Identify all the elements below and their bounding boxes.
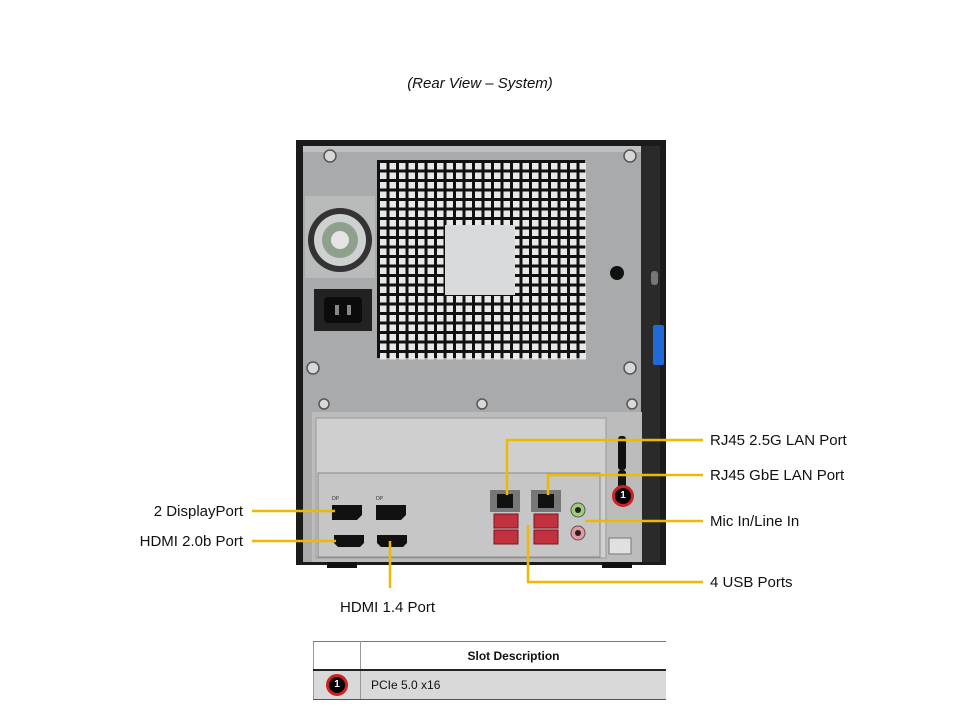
lock-slot <box>651 271 658 285</box>
audio-jacks <box>570 502 586 541</box>
psu-fan <box>305 196 375 278</box>
callout-hdmi-20b: HDMI 2.0b Port <box>139 533 243 550</box>
displayport-ports: DP DP <box>332 496 406 520</box>
usb-ports <box>493 513 559 545</box>
hole <box>610 266 624 280</box>
lan-ports <box>490 490 561 512</box>
power-socket <box>314 289 372 331</box>
figure-title: (Rear View – System) <box>407 75 553 92</box>
hdmi-ports <box>334 535 407 547</box>
table-row: 1 PCIe 5.0 x16 <box>313 670 666 700</box>
svg-text:DP: DP <box>376 496 383 502</box>
table-header-row: Slot Description <box>313 641 666 671</box>
callout-hdmi-14: HDMI 1.4 Port <box>340 599 436 616</box>
callout-displayport: 2 DisplayPort <box>153 503 243 520</box>
slot-marker-badge: 1 <box>326 674 348 696</box>
slot-marker-badge: 1 <box>612 485 634 507</box>
callout-mic-line-in: Mic In/Line In <box>710 513 800 530</box>
screws <box>306 149 638 410</box>
callout-lines <box>252 438 703 588</box>
table-header-marker <box>313 641 361 671</box>
callout-rj45-25g: RJ45 2.5G LAN Port <box>710 432 847 449</box>
svg-text:DP: DP <box>332 496 339 502</box>
table-cell-description: PCIe 5.0 x16 <box>360 670 666 700</box>
slot-description-table: Slot Description 1 PCIe 5.0 x16 <box>313 641 666 700</box>
fan-grille <box>377 160 586 360</box>
table-header-description: Slot Description <box>360 641 666 671</box>
release-latch <box>653 325 664 365</box>
callout-usb-ports: 4 USB Ports <box>710 574 793 591</box>
table-cell-marker: 1 <box>313 670 361 700</box>
callout-rj45-gbe: RJ45 GbE LAN Port <box>710 467 845 484</box>
